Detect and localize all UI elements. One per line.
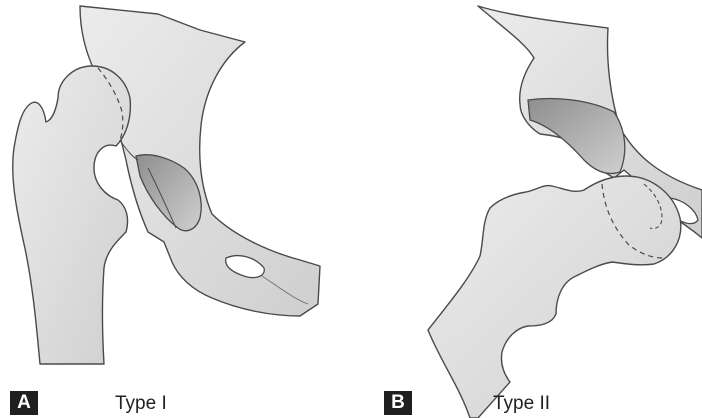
panel-b-letter-badge: B [384, 391, 412, 415]
panel-a-caption: Type I [115, 392, 167, 416]
panel-b-caption: Type II [493, 392, 550, 416]
panel-b-drawing [428, 6, 702, 418]
femur-b [428, 176, 681, 418]
panel-a-letter-badge: A [10, 391, 38, 415]
pelvis-ilium-a [80, 6, 320, 316]
panel-a-drawing [13, 6, 320, 364]
femur-a [13, 66, 131, 364]
acetabulum-b [528, 99, 625, 174]
